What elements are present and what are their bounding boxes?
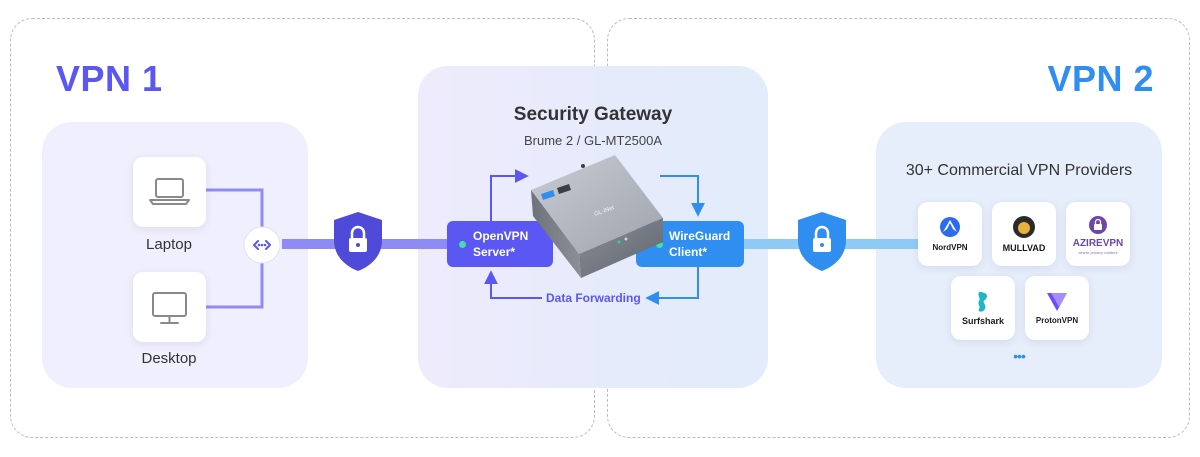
status-dot xyxy=(459,241,466,248)
provider-name: Surfshark xyxy=(961,316,1005,326)
vpn1-title: VPN 1 xyxy=(56,58,163,99)
server-label-line1: OpenVPN xyxy=(473,229,529,243)
provider-name: NordVPN xyxy=(932,243,968,252)
laptop-card xyxy=(133,157,206,227)
network-hub-icon xyxy=(243,226,281,264)
provider-tagline: where privacy matters xyxy=(1078,250,1118,255)
client-label-line2: Client* xyxy=(669,245,708,259)
mullvad-logo-icon xyxy=(1013,216,1035,238)
desktop-label: Desktop xyxy=(141,350,197,367)
server-label-line2: Server* xyxy=(473,245,516,259)
loop-bottom-right xyxy=(645,267,699,305)
status-dot xyxy=(656,241,663,248)
laptop-link xyxy=(206,188,264,243)
laptop-label: Laptop xyxy=(146,236,192,253)
provider-mullvad: MULLVAD xyxy=(992,202,1056,266)
vpn2-shield-icon xyxy=(798,212,846,271)
loop-bottom-left xyxy=(484,270,542,299)
provider-nordvpn: NordVPN xyxy=(918,202,982,266)
desktop-icon xyxy=(152,292,187,324)
loop-top-left xyxy=(490,169,529,221)
provider-surfshark: Surfshark xyxy=(951,276,1015,340)
surfshark-logo-icon xyxy=(978,292,987,312)
loop-top-right xyxy=(660,175,705,217)
client-label-line1: WireGuard xyxy=(669,229,731,243)
more-providers-indicator: ••• xyxy=(1013,348,1026,364)
router-device-icon: GL·iNet xyxy=(531,155,663,278)
azirevpn-logo-icon xyxy=(1089,216,1107,234)
nordvpn-logo-icon xyxy=(940,217,960,237)
data-forwarding-label: Data Forwarding xyxy=(546,291,641,305)
providers-title: 30+ Commercial VPN Providers xyxy=(905,162,1133,179)
provider-protonvpn: ProtonVPN xyxy=(1025,276,1089,340)
provider-name: AZIREVPN xyxy=(1072,238,1124,249)
openvpn-server-badge: OpenVPN Server* xyxy=(447,221,553,267)
provider-azirevpn: AZIREVPN where privacy matters xyxy=(1066,202,1130,266)
laptop-icon xyxy=(149,178,190,205)
gateway-title: Security Gateway xyxy=(513,104,673,125)
protonvpn-logo-icon xyxy=(1047,293,1067,311)
desktop-link xyxy=(206,261,264,309)
gateway-model: Brume 2 / GL-MT2500A xyxy=(524,133,662,148)
vpn1-shield-icon xyxy=(334,212,382,271)
provider-name: ProtonVPN xyxy=(1035,316,1079,325)
provider-name: MULLVAD xyxy=(1002,243,1046,253)
desktop-card xyxy=(133,272,206,342)
vpn2-title: VPN 2 xyxy=(1047,58,1154,99)
